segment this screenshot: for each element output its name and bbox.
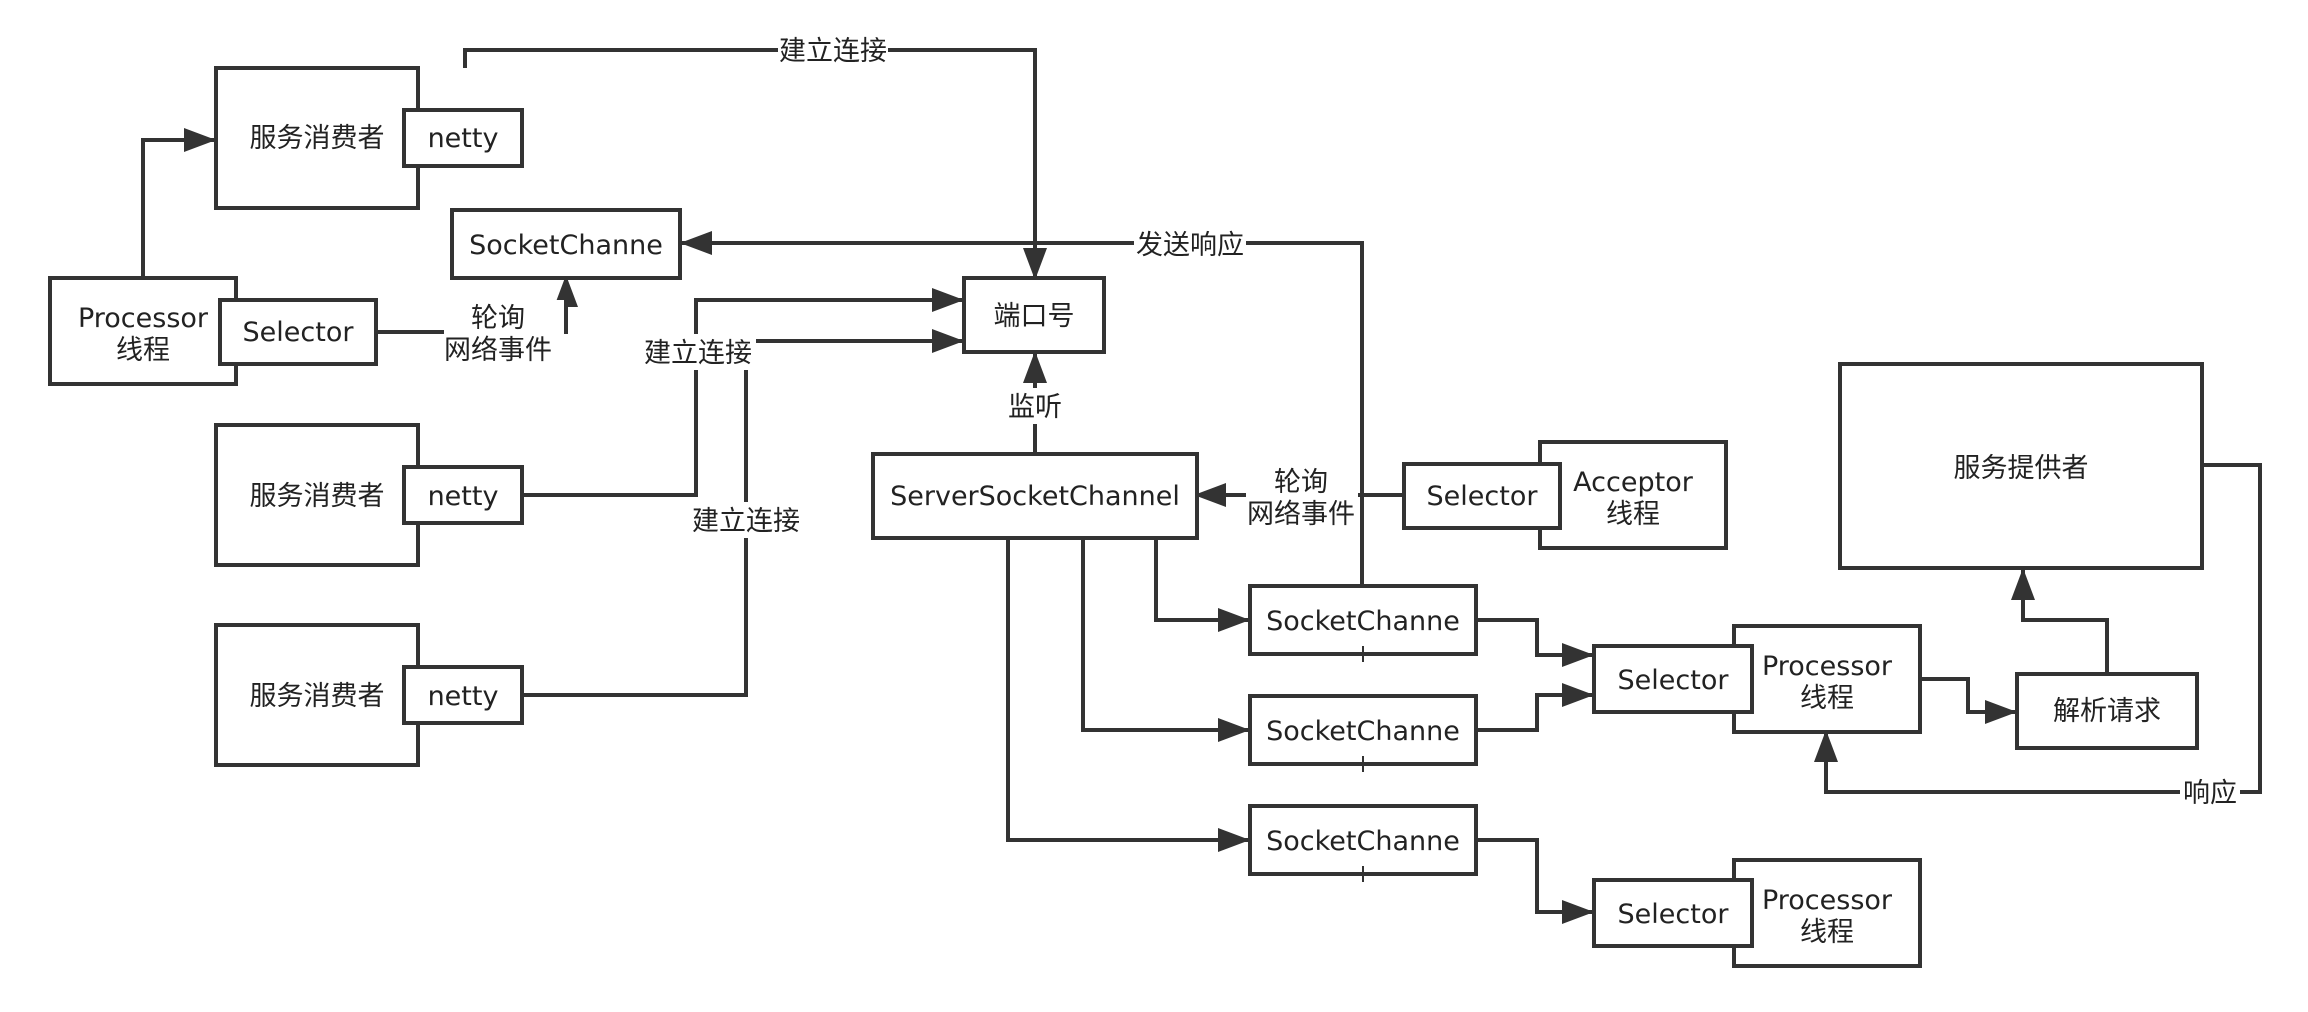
port-node (962, 276, 1106, 354)
worker-selector-node-2 (1592, 878, 1754, 948)
edge-sc2-to-selector1 (1476, 683, 1594, 732)
edge-label-bg (1006, 388, 1064, 424)
provider-node (1838, 362, 2204, 570)
client-selector-label: Selector (243, 317, 355, 348)
edge-label-bg (1134, 225, 1246, 261)
parse-request-node (2015, 672, 2199, 750)
edge-client-selector-poll (376, 275, 578, 334)
edge-label-response: 响应 (2183, 778, 2237, 809)
consumer-label-1: 服务消费者 (250, 123, 385, 154)
client-socket-channel-node (450, 208, 682, 280)
acceptor-selector-label: Selector (1427, 481, 1539, 512)
socket-channel-node-1 (1248, 584, 1478, 656)
acceptor-node (1538, 440, 1728, 550)
port-label: 端口号 (994, 301, 1075, 332)
edge-label-listen: 监听 (1008, 392, 1062, 423)
netty-label-1: netty (428, 123, 499, 154)
edge-label-send-response: 发送响应 (1136, 230, 1244, 261)
acceptor-selector-node (1402, 462, 1562, 530)
acceptor-label-line2: 线程 (1606, 499, 1660, 530)
client-processor-label-line2: 线程 (116, 335, 170, 366)
edge-label-bg (444, 300, 564, 368)
netty-node-1 (402, 108, 524, 168)
edge-label-bg (778, 32, 888, 68)
worker-selector-label-1: Selector (1618, 665, 1730, 696)
edge-label-bg (690, 502, 802, 538)
edge-send-response (680, 231, 1364, 585)
worker-selector-node-1 (1592, 644, 1754, 714)
edge-ssc-to-sc2 (1081, 538, 1250, 742)
socket-channel-label-2: SocketChanne (1266, 716, 1460, 747)
worker-processor-label-2-line1: Processor (1762, 885, 1893, 916)
socket-channel-label-3: SocketChanne (1266, 826, 1460, 857)
edge-ssc-to-sc1 (1154, 538, 1250, 632)
edge-netty2-to-port (522, 288, 964, 497)
client-selector-node (218, 298, 378, 366)
server-socket-channel-node (871, 452, 1199, 540)
parse-request-label: 解析请求 (2053, 696, 2161, 727)
edge-response (1814, 463, 2262, 794)
acceptor-label-line1: Acceptor (1573, 467, 1694, 498)
worker-selector-label-2: Selector (1618, 899, 1730, 930)
provider-label: 服务提供者 (1954, 453, 2089, 484)
consumer-node-1 (214, 66, 420, 210)
edge-sc3-to-selector2 (1476, 838, 1594, 924)
socket-channel-label-1: SocketChanne (1266, 606, 1460, 637)
consumer-label-3: 服务消费者 (250, 681, 385, 712)
client-processor-label-line1: Processor (78, 303, 209, 334)
edge-label-connect-top: 建立连接 (779, 36, 887, 67)
netty-node-3 (402, 665, 524, 725)
edge-label-bg (2180, 776, 2240, 810)
netty-label-3: netty (428, 681, 499, 712)
worker-processor-label-2-line2: 线程 (1800, 917, 1854, 948)
consumer-node-3 (214, 623, 420, 767)
consumer-node-2 (214, 423, 420, 567)
edge-label-bg (1246, 462, 1358, 530)
client-socket-channel-label: SocketChanne (469, 230, 663, 261)
edge-label-connect-mid2: 建立连接 (692, 506, 800, 537)
edge-netty1-to-port (463, 48, 1047, 280)
server-socket-channel-label: ServerSocketChannel (890, 481, 1180, 512)
netty-node-2 (402, 465, 524, 525)
worker-processor-label-1-line2: 线程 (1800, 683, 1854, 714)
edge-label-server-poll-line1: 轮询 (1274, 467, 1328, 498)
consumer-label-2: 服务消费者 (250, 481, 385, 512)
worker-processor-label-1-line1: Processor (1762, 651, 1893, 682)
edge-processor-to-consumer1 (141, 128, 216, 280)
edge-ssc-to-sc3 (1006, 538, 1250, 852)
edge-parse-to-provider (2011, 568, 2109, 673)
edge-label-connect-mid1: 建立连接 (644, 338, 752, 369)
edge-label-server-poll-line2: 网络事件 (1247, 499, 1355, 530)
edge-sc1-to-selector1 (1476, 618, 1594, 667)
socket-channel-node-2 (1248, 694, 1478, 766)
netty-label-2: netty (428, 481, 499, 512)
edge-label-client-poll-line2: 网络事件 (444, 335, 552, 366)
edge-processor-to-parse (1918, 677, 2017, 724)
edge-label-bg (644, 334, 756, 370)
edge-label-client-poll-line1: 轮询 (471, 303, 525, 334)
